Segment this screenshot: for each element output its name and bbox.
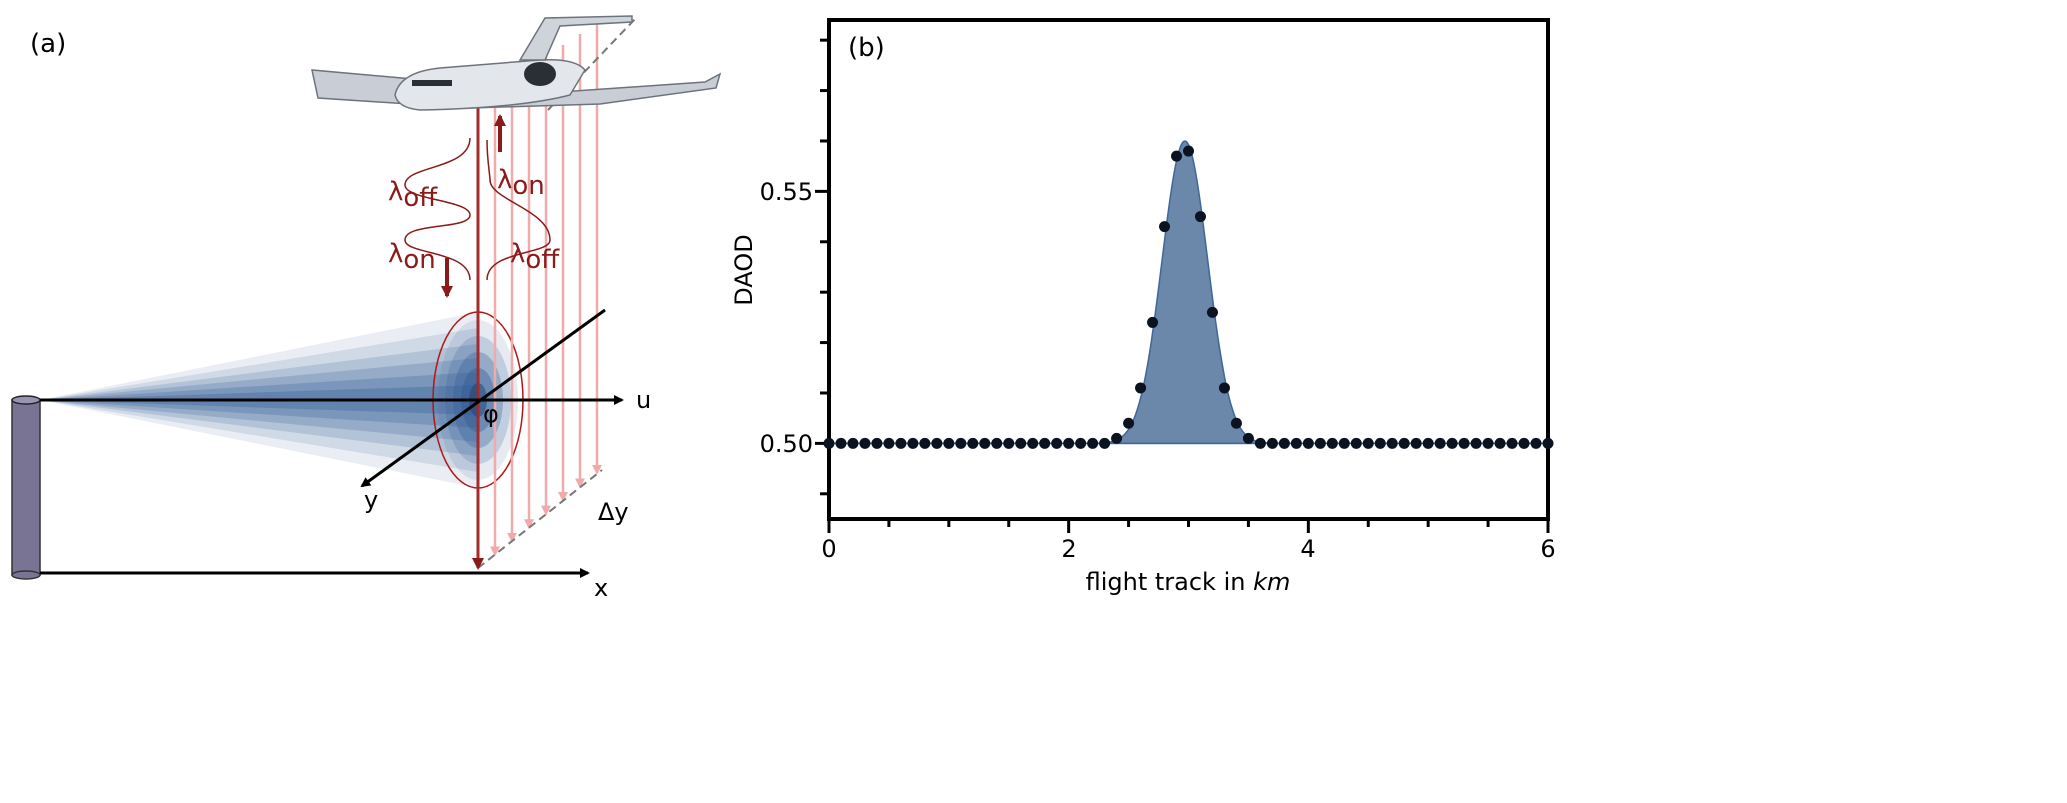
delta-y-label: Δy bbox=[598, 498, 629, 526]
data-point bbox=[943, 437, 955, 449]
data-point bbox=[1147, 316, 1159, 328]
data-point bbox=[1530, 437, 1542, 449]
data-point bbox=[871, 437, 883, 449]
y-tick-label: 0.55 bbox=[760, 178, 813, 206]
x-tick-label: 0 bbox=[821, 535, 836, 563]
y-tick-label: 0.50 bbox=[760, 430, 813, 458]
data-point bbox=[919, 437, 931, 449]
data-point bbox=[1015, 437, 1027, 449]
panel-b-label: (b) bbox=[848, 33, 885, 63]
panel-b-chart: (b) 0.55 0.50 0 2 4 6 flight track in km… bbox=[730, 18, 1556, 596]
data-point bbox=[1183, 145, 1194, 157]
data-point bbox=[1266, 437, 1278, 449]
data-point bbox=[1087, 437, 1099, 449]
y-axis bbox=[360, 308, 606, 488]
data-point bbox=[859, 437, 871, 449]
data-point bbox=[991, 437, 1003, 449]
data-point bbox=[1458, 437, 1470, 449]
data-point bbox=[1302, 437, 1314, 449]
data-point bbox=[1063, 437, 1075, 449]
lambda-on-right-label: λon bbox=[497, 165, 545, 201]
lambda-off-right-label: λoff bbox=[510, 239, 560, 275]
flight-track-dashed bbox=[547, 17, 637, 111]
x-tick-label: 2 bbox=[1061, 535, 1076, 563]
lambda-on-left-label: λon bbox=[388, 239, 436, 275]
data-point bbox=[1171, 150, 1183, 162]
data-point bbox=[1482, 437, 1494, 449]
data-point bbox=[907, 437, 919, 449]
lambda-off-left-label: λoff bbox=[388, 177, 438, 213]
data-point bbox=[1314, 437, 1326, 449]
u-axis-label: u bbox=[636, 386, 651, 414]
airplane bbox=[311, 15, 722, 111]
outgoing-pulse-wave bbox=[404, 137, 471, 281]
data-point bbox=[1350, 437, 1362, 449]
data-point bbox=[1470, 437, 1482, 449]
panel-a-diagram: (a) bbox=[11, 15, 722, 602]
gaussian-fit-area bbox=[1091, 140, 1285, 445]
data-point bbox=[1242, 432, 1254, 444]
data-point bbox=[847, 437, 859, 449]
data-point bbox=[835, 437, 847, 449]
data-point bbox=[1374, 437, 1386, 449]
data-point bbox=[1518, 437, 1530, 449]
data-point bbox=[1218, 382, 1230, 394]
y-axis-label: y bbox=[364, 486, 378, 514]
data-point bbox=[883, 437, 895, 449]
data-point bbox=[1494, 437, 1506, 449]
data-point bbox=[1206, 306, 1218, 318]
data-point bbox=[1422, 437, 1434, 449]
x-tick-label: 4 bbox=[1300, 535, 1315, 563]
data-point bbox=[1290, 437, 1302, 449]
y-axis-title: DAOD bbox=[730, 234, 758, 305]
data-point bbox=[1362, 437, 1374, 449]
data-point bbox=[1039, 437, 1051, 449]
data-point bbox=[1111, 432, 1123, 444]
data-point bbox=[1159, 221, 1171, 233]
x-axis-title: flight track in km bbox=[1086, 568, 1291, 596]
data-point bbox=[1135, 382, 1147, 394]
data-point bbox=[895, 437, 907, 449]
data-point bbox=[1254, 437, 1266, 449]
data-point bbox=[955, 437, 967, 449]
data-point bbox=[1075, 437, 1087, 449]
x-tick-label: 6 bbox=[1540, 535, 1555, 563]
data-point bbox=[1338, 437, 1350, 449]
data-point bbox=[1410, 437, 1422, 449]
x-axis-label: x bbox=[594, 574, 608, 602]
data-point bbox=[1326, 437, 1338, 449]
data-point bbox=[931, 437, 943, 449]
data-point bbox=[1434, 437, 1446, 449]
data-point bbox=[1398, 437, 1410, 449]
return-pulse-wave bbox=[486, 139, 551, 281]
data-point bbox=[1278, 437, 1290, 449]
data-point bbox=[1123, 417, 1135, 429]
data-point bbox=[1003, 437, 1015, 449]
data-point bbox=[1099, 437, 1111, 449]
panel-a-label: (a) bbox=[30, 29, 66, 59]
smokestack bbox=[11, 395, 41, 580]
data-point bbox=[1051, 437, 1063, 449]
data-point bbox=[1542, 437, 1554, 449]
data-point bbox=[823, 437, 835, 449]
data-point bbox=[1386, 437, 1398, 449]
data-point bbox=[1506, 437, 1518, 449]
data-point bbox=[1194, 211, 1206, 223]
data-point bbox=[1230, 417, 1242, 429]
ground-track-dashed bbox=[477, 469, 603, 569]
data-point bbox=[967, 437, 979, 449]
data-point bbox=[979, 437, 991, 449]
data-point bbox=[1446, 437, 1458, 449]
data-point bbox=[1027, 437, 1039, 449]
angle-phi-label: φ bbox=[483, 400, 499, 428]
